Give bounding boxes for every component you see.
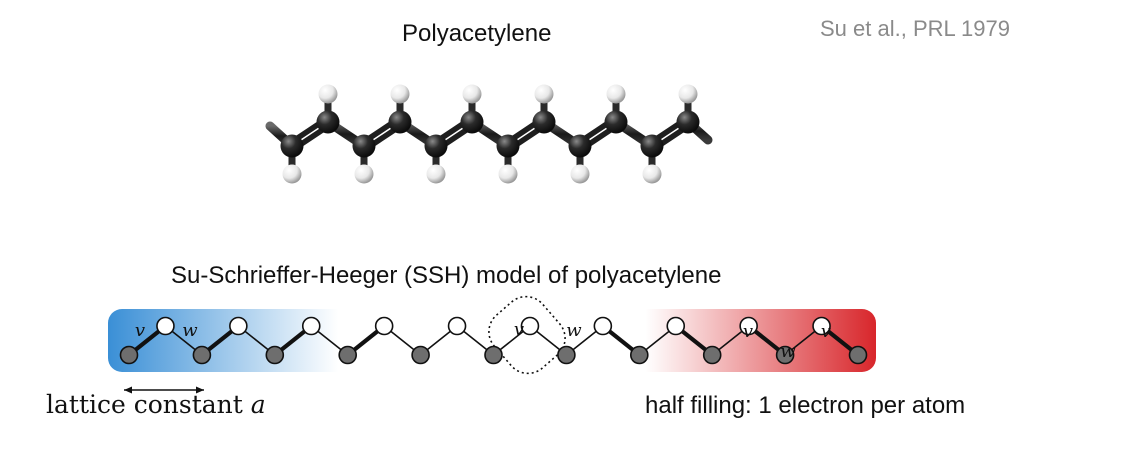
hopping-label-v: v (514, 319, 524, 340)
molecule-title: Polyacetylene (402, 20, 552, 47)
sublattice-b-site (812, 316, 831, 336)
hydrogen-atom (534, 84, 554, 104)
unit-cell-outline (488, 295, 566, 375)
hydrogen-atom (642, 164, 662, 184)
sublattice-b-site (520, 316, 540, 336)
hydrogen-atom (282, 164, 302, 184)
hydrogen-atom (570, 164, 590, 184)
lattice-constant-symbol: a (250, 390, 266, 419)
arrowhead-right (196, 386, 204, 394)
hopping-label-w: w (780, 341, 796, 362)
sublattice-a-site (338, 345, 358, 365)
sublattice-a-site (484, 345, 503, 365)
hopping-label-v: v (135, 320, 145, 341)
carbon-atom (496, 134, 520, 158)
sublattice-b-site (229, 316, 248, 336)
sublattice-a-site (119, 345, 139, 365)
half-filling-note: half filling: 1 electron per atom (645, 392, 966, 419)
sublattice-b-site (447, 316, 467, 336)
lattice-constant-text: lattice constant (46, 390, 243, 419)
hydrogen-atom (318, 84, 338, 104)
carbon-atom (640, 134, 664, 158)
sublattice-a-site (411, 345, 430, 365)
sublattice-b-site (739, 316, 758, 336)
sublattice-a-site (629, 345, 649, 365)
carbon-atom (316, 110, 340, 134)
sublattice-a-site (557, 345, 576, 365)
hydrogen-atom (462, 84, 482, 104)
sublattice-a-site (848, 345, 868, 365)
sublattice-b-site (374, 316, 394, 336)
sublattice-b-site (156, 316, 175, 336)
hopping-label-w: w (182, 320, 198, 341)
carbon-atom (676, 110, 700, 134)
citation-label: Su et al., PRL 1979 (820, 16, 1010, 41)
sublattice-a-site (702, 345, 722, 365)
sublattice-b-site (301, 316, 321, 336)
hopping-label-v: v (743, 321, 753, 342)
sublattice-b-site (593, 316, 613, 336)
hydrogen-atom (354, 164, 374, 184)
model-title: Su-Schrieffer-Heeger (SSH) model of poly… (171, 262, 722, 289)
hydrogen-atom (390, 84, 410, 104)
carbon-atom (532, 110, 556, 134)
carbon-atom (388, 110, 412, 134)
carbon-atom (604, 110, 628, 134)
hydrogen-atom (498, 164, 518, 184)
carbon-atom (424, 134, 448, 158)
carbon-atom (460, 110, 484, 134)
hydrogen-atom (678, 84, 698, 104)
lattice-constant-label: lattice constant a (46, 390, 266, 419)
carbon-atom (280, 134, 304, 158)
hopping-label-w: w (566, 320, 582, 341)
hopping-label-v: v (821, 321, 831, 342)
sublattice-b-site (666, 316, 686, 336)
carbon-atom (352, 134, 376, 158)
carbon-atom (568, 134, 592, 158)
arrowhead-left (124, 386, 132, 394)
hydrogen-atom (426, 164, 446, 184)
sublattice-a-site (192, 345, 212, 365)
sublattice-a-site (265, 345, 285, 365)
hydrogen-atom (606, 84, 626, 104)
sublattice-a-site (775, 345, 795, 365)
